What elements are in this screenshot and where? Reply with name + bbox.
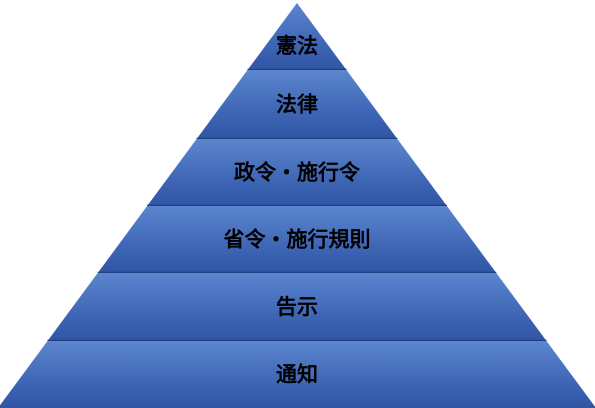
tier-band <box>147 139 447 206</box>
tier-circular: 通知 <box>0 341 595 408</box>
tier-label: 政令・施行令 <box>234 161 361 185</box>
tier-band <box>0 341 595 408</box>
tier-label: 省令・施行規則 <box>223 228 371 252</box>
tier-label: 告示 <box>276 295 318 319</box>
tier-label: 法律 <box>276 93 318 117</box>
tier-cabinet-order: 政令・施行令 <box>147 139 447 207</box>
tier-label: 通知 <box>276 363 318 387</box>
tier-law: 法律 <box>196 70 398 140</box>
tier-notification: 告示 <box>47 273 547 342</box>
tier-constitution: 憲法 <box>247 3 347 71</box>
tier-band <box>196 70 398 139</box>
tier-label: 憲法 <box>276 34 318 58</box>
tier-band <box>47 273 547 341</box>
tier-band <box>97 206 497 273</box>
tier-ministerial-order: 省令・施行規則 <box>97 206 497 274</box>
tier-band <box>247 3 347 70</box>
